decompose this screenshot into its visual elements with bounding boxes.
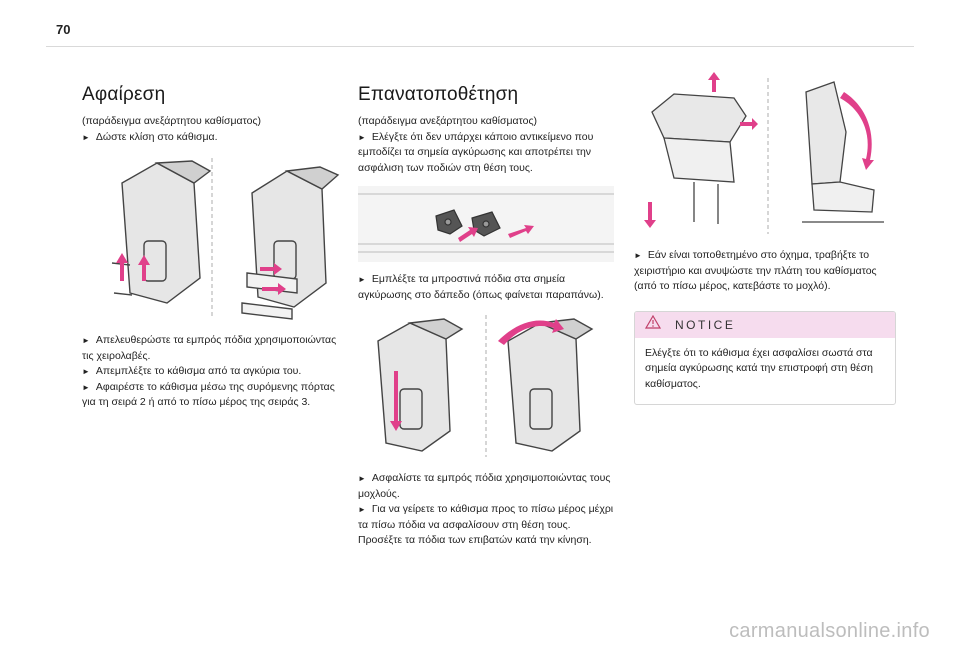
instruction-step: Εάν είναι τοποθετημένο στο όχημα, τραβήξ…: [634, 248, 896, 264]
page-number: 70: [56, 22, 71, 37]
instruction-step-cont: ασφάλιση των ποδιών στη θέση τους.: [358, 161, 533, 174]
instruction-step: Ασφαλίστε τα εμπρός πόδια χρησιμοποιώντα…: [358, 471, 614, 487]
warning-icon: [644, 314, 662, 334]
illustration-seat-lock: [358, 311, 614, 461]
instruction-step: Αφαιρέστε το κάθισμα μέσω της συρόμενης …: [82, 380, 344, 396]
notice-text: σημεία αγκύρωσης κατά την επιστροφή στη …: [645, 362, 873, 374]
illustration-backrest-raise: [634, 72, 896, 238]
backrest-raise-svg: [644, 72, 884, 234]
instruction-step: Απελευθερώστε τα εμπρός πόδια χρησιμοποι…: [82, 333, 344, 349]
notice-title: NOTICE: [675, 317, 736, 332]
instruction-step-cont: Προσέξτε τα πόδια των επιβατών κατά την …: [358, 534, 592, 546]
instruction-step-cont: χειριστήριο και ανυψώστε την πλάτη του κ…: [634, 264, 877, 277]
subtitle: (παράδειγμα ανεξάρτητου καθίσματος): [358, 115, 538, 127]
top-divider: [46, 46, 914, 47]
illustration-seat-removal: [82, 153, 344, 323]
section-title-removal: Αφαίρεση: [82, 84, 166, 105]
column-removal: Αφαίρεση (παράδειγμα ανεξάρτητου καθίσμα…: [82, 84, 344, 411]
notice-header: NOTICE: [635, 311, 895, 338]
floor-anchors-svg: [358, 186, 614, 262]
notice-text: Ελέγξτε ότι το κάθισμα έχει ασφαλίσει σω…: [645, 346, 873, 359]
illustration-floor-anchors: [358, 186, 614, 262]
notice-body: Ελέγξτε ότι το κάθισμα έχει ασφαλίσει σω…: [635, 338, 895, 405]
section-title-refitting: Επανατοποθέτηση: [358, 84, 519, 105]
watermark: carmanualsonline.info: [729, 620, 930, 642]
seat-removal-svg: [111, 158, 340, 320]
instruction-step-cont: (από το πίσω μέρος, κατεβάστε το μοχλό).: [634, 280, 831, 292]
notice-box: NOTICE Ελέγξτε ότι το κάθισμα έχει ασφαλ…: [634, 310, 896, 405]
seat-lock-svg: [377, 315, 594, 457]
instruction-step: Δώστε κλίση στο κάθισμα.: [82, 130, 344, 146]
instruction-step-cont: αγκύρωσης στο δάπεδο (όπως φαίνεται παρα…: [358, 288, 604, 301]
instruction-step: Για να γείρετε το κάθισμα προς το πίσω μ…: [358, 502, 614, 518]
instruction-step-cont: για τη σειρά 2 ή από το πίσω μέρος της σ…: [82, 396, 311, 408]
instruction-step: Απεμπλέξτε το κάθισμα από τα αγκύρια του…: [82, 364, 344, 380]
instruction-step: Εμπλέξτε τα μπροστινά πόδια στα σημεία: [358, 272, 614, 288]
instruction-step: Ελέγξτε ότι δεν υπάρχει κάποιο αντικείμε…: [358, 130, 614, 146]
instruction-step-cont: τα πίσω πόδια να ασφαλίσουν στη θέση του…: [358, 518, 571, 531]
instruction-step-cont: εμποδίζει τα σημεία αγκύρωσης και αποτρέ…: [358, 146, 592, 158]
subtitle: (παράδειγμα ανεξάρτητου καθίσματος): [82, 115, 262, 127]
column-backrest: Εάν είναι τοποθετημένο στο όχημα, τραβήξ…: [634, 72, 896, 405]
instruction-step-cont: μοχλούς.: [358, 487, 400, 500]
instruction-step-cont: τις χειρολαβές.: [82, 349, 151, 362]
notice-text: καθίσματος.: [645, 377, 701, 390]
column-refitting: Επανατοποθέτηση (παράδειγμα ανεξάρτητου …: [358, 84, 614, 549]
